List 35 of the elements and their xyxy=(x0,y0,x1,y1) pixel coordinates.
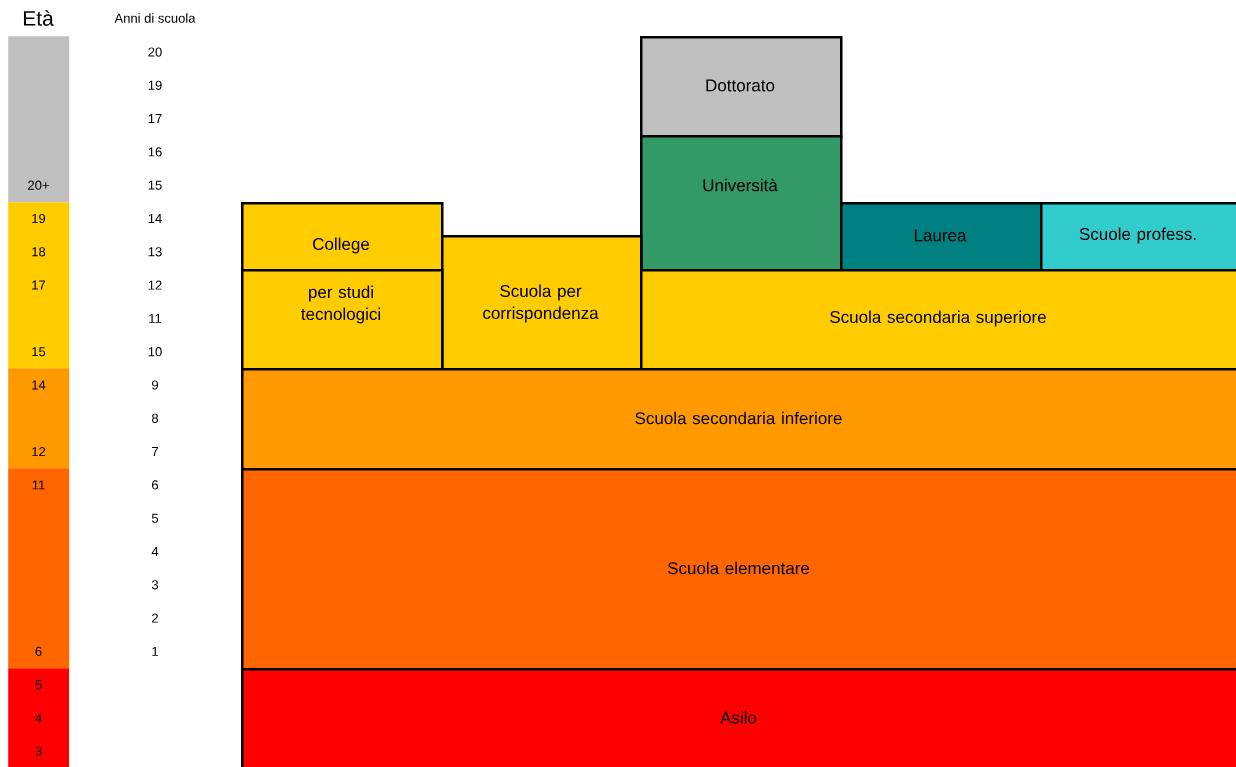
school-year-number: 13 xyxy=(148,247,162,257)
school-level-box: Scuola per corrispondenza xyxy=(441,235,643,371)
school-year-number: 19 xyxy=(148,80,162,90)
school-level-box: per studi tecnologici xyxy=(241,269,444,371)
school-year-number: 4 xyxy=(151,547,159,556)
school-year-number: 1 xyxy=(152,646,158,656)
school-year-number: 15 xyxy=(148,180,162,190)
school-level-box: Scuola elementare xyxy=(241,468,1236,671)
school-year-number: 9 xyxy=(152,380,158,390)
school-level-box: Asilo xyxy=(241,668,1236,767)
school-level-box: Laurea xyxy=(840,202,1043,272)
school-level-box: Scuole profess. xyxy=(1040,202,1236,272)
school-year-number: 11 xyxy=(149,313,162,323)
age-band: 5 4 3 xyxy=(8,668,70,767)
school-year-number: 3 xyxy=(151,580,159,590)
age-band: 19 18 17 15 xyxy=(8,202,70,369)
school-level-box: Scuola secondaria inferiore xyxy=(241,368,1236,471)
age-band: 11 6 xyxy=(8,468,70,669)
school-year-number: 12 xyxy=(148,280,162,290)
school-level-box: College xyxy=(241,202,444,272)
school-level-box: Università xyxy=(640,135,843,272)
school-year-number: 14 xyxy=(148,214,162,223)
age-band: 14 12 xyxy=(8,368,70,469)
column-heading: Anni di scuola xyxy=(114,13,196,23)
age-band: 20+ xyxy=(8,36,70,203)
school-year-number: 8 xyxy=(151,413,159,423)
school-year-number: 17 xyxy=(148,114,162,124)
school-year-number: 7 xyxy=(152,447,158,457)
school-year-number: 6 xyxy=(152,480,159,490)
school-year-number: 16 xyxy=(148,147,162,157)
school-year-number: 2 xyxy=(152,613,158,623)
school-level-box: Dottorato xyxy=(640,36,843,138)
school-year-number: 5 xyxy=(151,513,159,523)
school-year-number: 20 xyxy=(148,47,162,57)
school-year-number: 10 xyxy=(148,347,162,357)
